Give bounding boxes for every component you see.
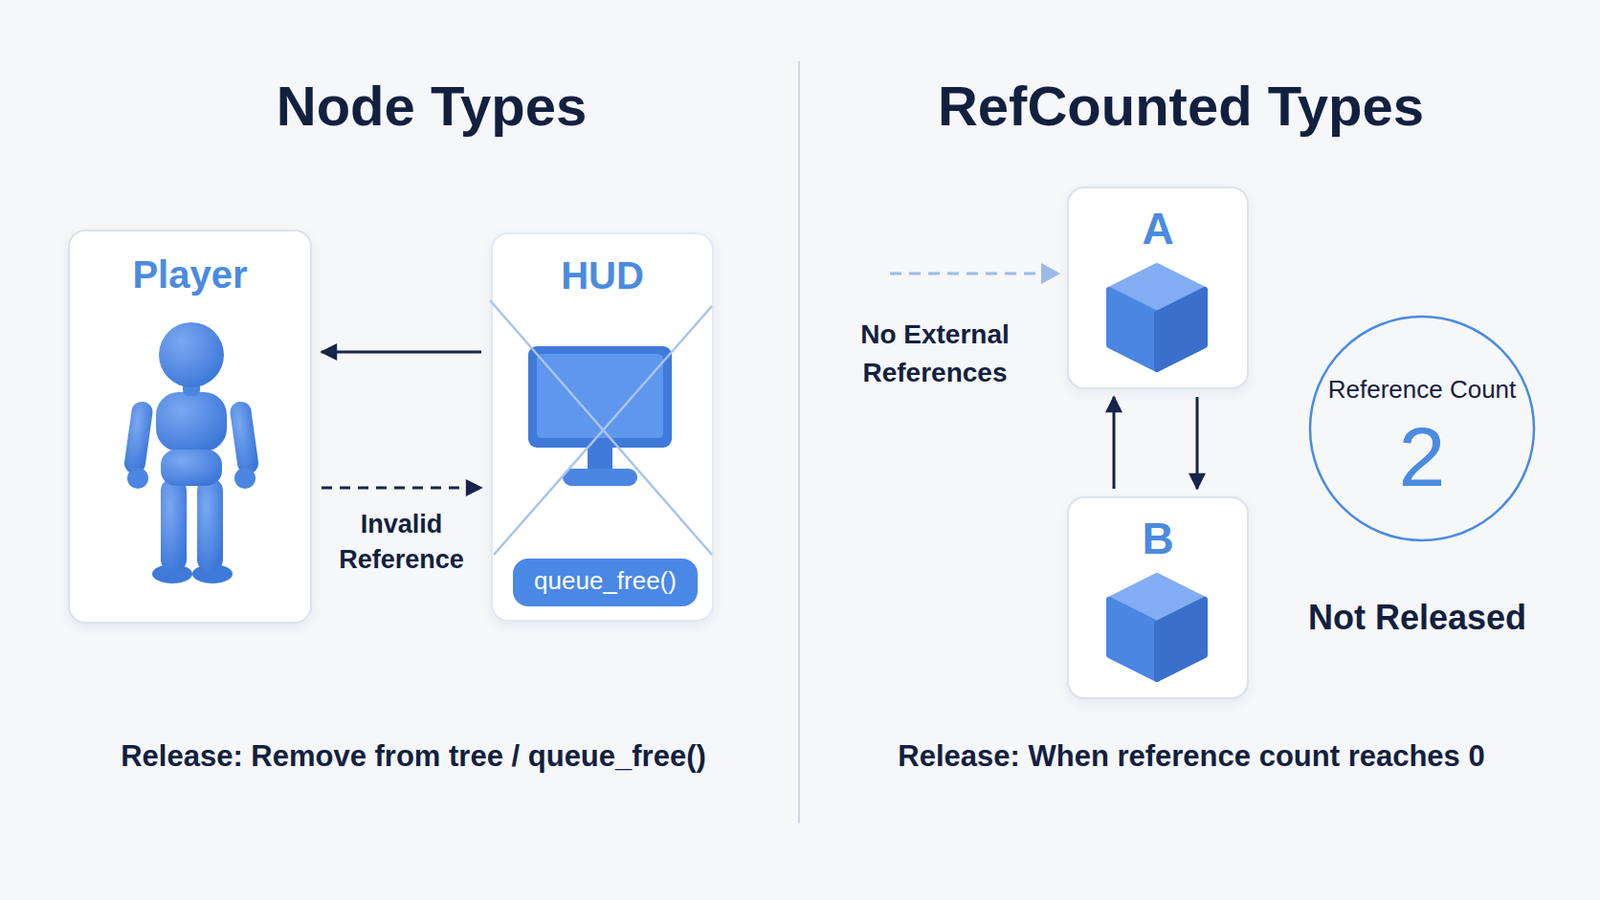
external-ref-arrow	[889, 263, 1061, 285]
cube-left	[1109, 289, 1157, 370]
cube-icon	[1109, 266, 1205, 370]
node-title: A	[1068, 203, 1247, 255]
monitor-neck	[587, 447, 613, 473]
figure-hand	[127, 467, 149, 489]
section-title: RefCounted Types	[798, 72, 1564, 140]
figure-torso	[155, 392, 227, 452]
dashed-reference-arrow	[321, 487, 482, 490]
monitor-screen	[536, 354, 664, 439]
section-title: Node Types	[67, 72, 796, 140]
figure-head	[158, 322, 224, 388]
reference-arrow	[1112, 397, 1116, 489]
counter-caption: Reference Count	[1308, 376, 1536, 405]
section-divider	[798, 61, 800, 824]
reference-arrow	[1196, 397, 1200, 489]
figure-pelvis	[160, 449, 223, 487]
object-box: B	[1066, 496, 1249, 700]
cube-right	[1156, 600, 1205, 680]
monitor-body	[528, 346, 672, 448]
figure-leg	[197, 478, 223, 573]
pill-text: queue_free()	[512, 567, 698, 597]
monitor-icon	[489, 300, 712, 556]
count-circle: Reference Count 2	[1308, 314, 1536, 543]
figure-foot	[192, 564, 233, 584]
cube-right	[1156, 289, 1205, 370]
node-box: Player	[67, 229, 312, 624]
figure-arm	[228, 400, 260, 475]
edge-label: Invalid Reference	[320, 507, 484, 578]
caption-text: Release: When reference count reaches 0	[818, 738, 1565, 775]
annotation: No External References	[839, 315, 1031, 393]
figure-neck	[182, 380, 200, 397]
node-box: HUD queue_free()	[490, 232, 714, 623]
cross-out-line	[493, 306, 712, 556]
node-title: HUD	[492, 253, 712, 298]
figure-leg	[160, 478, 187, 573]
reference-arrow	[321, 351, 482, 355]
action-pill: queue_free()	[512, 558, 698, 607]
counter-value: 2	[1308, 408, 1536, 506]
figure-hand	[234, 467, 256, 489]
caption-text: Release: Remove from tree / queue_free()	[40, 738, 787, 775]
player-figure	[123, 322, 261, 584]
cross-out-line	[489, 300, 712, 556]
leader-head	[1041, 263, 1061, 285]
cube-top	[1109, 266, 1205, 314]
object-box: A	[1066, 186, 1249, 390]
cube-top	[1109, 576, 1205, 624]
status-note: Not Released	[1264, 597, 1571, 639]
figure-foot	[152, 564, 193, 584]
cube-left	[1109, 600, 1157, 680]
node-title: B	[1068, 513, 1247, 565]
dashed-leader	[889, 272, 1044, 276]
figure-arm	[123, 400, 155, 475]
cube-icon	[1109, 576, 1205, 680]
node-title: Player	[69, 252, 311, 297]
monitor-base	[562, 468, 638, 487]
